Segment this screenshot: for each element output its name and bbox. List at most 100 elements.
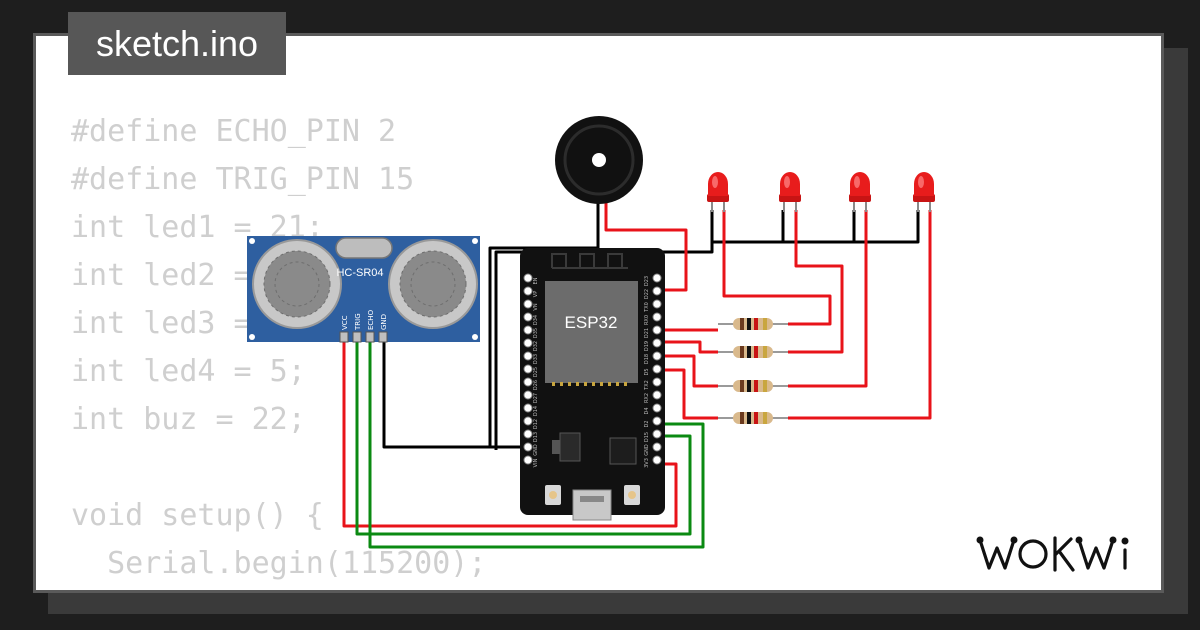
board-pin-left[interactable] bbox=[523, 403, 533, 413]
board-pin-right[interactable] bbox=[652, 364, 662, 374]
mount-hole bbox=[249, 238, 255, 244]
resistor-band bbox=[754, 380, 758, 392]
logo-dot bbox=[1109, 536, 1117, 544]
board-pin-right[interactable] bbox=[652, 429, 662, 439]
board-pin-right[interactable] bbox=[652, 286, 662, 296]
sensor-header-pins bbox=[339, 331, 388, 343]
chip-pad bbox=[616, 382, 619, 386]
board-pin-label: D21 bbox=[644, 328, 650, 338]
pin-label-echo: ECHO bbox=[367, 309, 375, 330]
board-pin-left[interactable] bbox=[523, 455, 533, 465]
board-pin-left[interactable] bbox=[523, 325, 533, 335]
board-pin-left[interactable] bbox=[523, 416, 533, 426]
board-pin-right[interactable] bbox=[652, 325, 662, 335]
led-group bbox=[707, 172, 935, 212]
board-pin-left[interactable] bbox=[523, 299, 533, 309]
board-pin-left[interactable] bbox=[523, 286, 533, 296]
board-pin-right[interactable] bbox=[652, 377, 662, 387]
board-pin-left[interactable] bbox=[523, 390, 533, 400]
board-pin-right[interactable] bbox=[652, 455, 662, 465]
board-pin-left[interactable] bbox=[523, 273, 533, 283]
board-pin-right[interactable] bbox=[652, 416, 662, 426]
red-led[interactable] bbox=[849, 172, 871, 212]
code-line: Serial.begin(115200); bbox=[71, 546, 487, 581]
resistor-band bbox=[763, 380, 767, 392]
chip-module-pads bbox=[552, 382, 627, 386]
resistor[interactable] bbox=[718, 380, 788, 392]
chip-label: ESP32 bbox=[565, 313, 618, 332]
board-pin-left[interactable] bbox=[523, 338, 533, 348]
wire-sensor-vcc bbox=[342, 340, 678, 528]
red-led[interactable] bbox=[779, 172, 801, 212]
resistor[interactable] bbox=[718, 318, 788, 330]
board-pin-right[interactable] bbox=[652, 442, 662, 452]
transducer-left-grid bbox=[274, 261, 320, 307]
logo-letter-k bbox=[1053, 536, 1075, 572]
pin-label-trig: TRIG bbox=[354, 313, 362, 331]
logo-letter-w2 bbox=[1077, 538, 1115, 570]
red-wires bbox=[342, 200, 932, 528]
resistor-band bbox=[754, 318, 758, 330]
board-pin-label: D4 bbox=[644, 407, 650, 414]
red-led[interactable] bbox=[707, 172, 729, 212]
board-pin-right[interactable] bbox=[652, 299, 662, 309]
board-pin-left[interactable] bbox=[523, 312, 533, 322]
mount-hole bbox=[249, 334, 255, 340]
buzzer-hole bbox=[592, 153, 606, 167]
board-pin-label: D13 bbox=[533, 432, 539, 442]
wire-led3-res bbox=[788, 210, 868, 388]
logo-dot bbox=[976, 536, 984, 544]
resistor-band bbox=[740, 412, 744, 424]
resistor-band bbox=[747, 380, 751, 392]
voltage-regulator bbox=[559, 432, 581, 462]
esp32-board[interactable]: ESP32 ENVPVND34D35D32D33D25D26D27D14D12D… bbox=[520, 248, 665, 521]
code-line: #define ECHO_PIN 2 bbox=[71, 114, 397, 149]
buzzer[interactable] bbox=[555, 116, 643, 204]
board-pin-label: GND bbox=[533, 444, 539, 456]
mount-hole bbox=[472, 238, 478, 244]
board-pin-label: D5 bbox=[644, 368, 650, 375]
board-pin-right[interactable] bbox=[652, 390, 662, 400]
board-pin-left[interactable] bbox=[523, 351, 533, 361]
red-led[interactable] bbox=[913, 172, 935, 212]
board-pin-right[interactable] bbox=[652, 351, 662, 361]
board-pin-left[interactable] bbox=[523, 442, 533, 452]
board-pin-left[interactable] bbox=[523, 364, 533, 374]
board-pin-right[interactable] bbox=[652, 338, 662, 348]
regulator-tab bbox=[552, 440, 560, 454]
board-pin-label: D22 bbox=[644, 289, 650, 299]
resistor-band bbox=[747, 412, 751, 424]
ultrasonic-sensor[interactable]: HC-SR04 VCC TRIG ECHO GND bbox=[247, 236, 480, 343]
board-pin-label: D33 bbox=[533, 354, 539, 364]
boot-button-cap bbox=[549, 491, 557, 499]
logo-dot bbox=[1075, 536, 1083, 544]
code-line: int buz = 22; bbox=[71, 402, 306, 437]
board-pin-label: VN bbox=[533, 303, 539, 310]
resistor-band bbox=[740, 346, 744, 358]
resistor[interactable] bbox=[718, 346, 788, 358]
board-pin-right[interactable] bbox=[652, 312, 662, 322]
logo-dots bbox=[976, 536, 1129, 545]
board-pin-label: D26 bbox=[533, 380, 539, 390]
en-button-cap bbox=[628, 491, 636, 499]
wire-led-gnd-bus bbox=[712, 210, 920, 244]
resistor-band bbox=[754, 346, 758, 358]
board-pin-label: RX0 bbox=[644, 315, 650, 325]
resistor[interactable] bbox=[718, 412, 788, 424]
board-pin-right[interactable] bbox=[652, 273, 662, 283]
board-pin-left[interactable] bbox=[523, 429, 533, 439]
pin-label-vcc: VCC bbox=[341, 315, 349, 330]
resistor-band bbox=[763, 412, 767, 424]
board-pin-left[interactable] bbox=[523, 377, 533, 387]
resistor-band bbox=[747, 346, 751, 358]
chip-pad bbox=[592, 382, 595, 386]
antenna-trace bbox=[551, 253, 628, 269]
green-wires bbox=[355, 340, 705, 549]
board-pin-label: EN bbox=[533, 277, 539, 284]
board-pin-right[interactable] bbox=[652, 403, 662, 413]
wire-buzzer-signal bbox=[604, 200, 688, 292]
transducer-right-grid bbox=[399, 250, 467, 318]
resistor-band bbox=[740, 318, 744, 330]
